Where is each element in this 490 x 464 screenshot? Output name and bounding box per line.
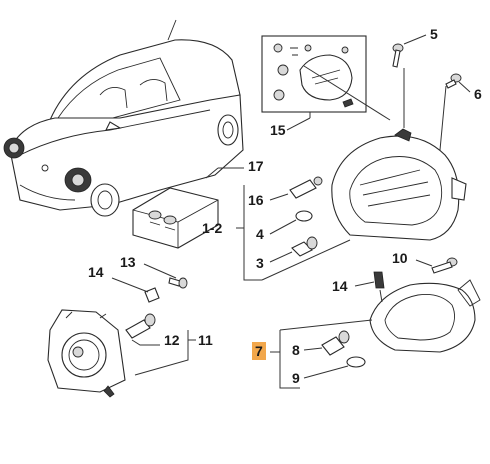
screw-5	[392, 43, 404, 68]
leader-14-right-down	[379, 289, 383, 303]
callout-17[interactable]: 17	[248, 158, 264, 174]
callout-12[interactable]: 12	[164, 332, 180, 348]
bulb-3	[291, 236, 318, 257]
callout-5[interactable]: 5	[430, 26, 438, 42]
leader-6	[458, 81, 471, 93]
leader-17	[205, 167, 219, 179]
leader-14-right	[354, 281, 375, 287]
bulb-9	[346, 356, 366, 368]
clip-14-right	[373, 271, 385, 289]
fog-lamp	[47, 309, 126, 398]
bulb-kit-box	[132, 187, 219, 249]
bulb-12	[125, 313, 156, 339]
leader-1-2-to-lamp	[261, 239, 351, 281]
callout-1-2[interactable]: 1-2	[202, 220, 223, 236]
leader-14-left	[111, 277, 149, 293]
leader-10	[415, 259, 433, 267]
bracket-7	[279, 330, 300, 389]
car-illustration	[3, 19, 244, 217]
leader-13	[143, 263, 177, 279]
callout-3[interactable]: 3	[256, 255, 264, 271]
leader-3	[269, 251, 293, 263]
callout-13[interactable]: 13	[120, 254, 136, 270]
leader-7-to-lamp	[279, 319, 373, 331]
bracket-11	[134, 330, 189, 376]
main-headlamp	[331, 128, 467, 241]
leader-8	[303, 347, 323, 351]
callout-15[interactable]: 15	[270, 122, 286, 138]
clip-14-left	[144, 287, 160, 303]
leader-9	[303, 365, 349, 379]
leader-15-to-lamp	[303, 65, 391, 121]
leader-5	[403, 34, 427, 45]
callout-10[interactable]: 10	[392, 250, 408, 266]
screw-10	[431, 257, 458, 274]
callout-6[interactable]: 6	[474, 86, 482, 102]
screw-6	[445, 73, 462, 89]
bracket-1-2	[243, 185, 262, 281]
leader-4	[269, 219, 297, 235]
bulb-4	[295, 210, 313, 222]
callout-14-right[interactable]: 14	[332, 278, 348, 294]
callout-11[interactable]: 11	[198, 332, 213, 348]
callout-16[interactable]: 16	[248, 192, 264, 208]
leader-15	[286, 117, 311, 131]
bulb-kit-inset	[261, 35, 367, 113]
callout-7[interactable]: 7	[252, 342, 266, 360]
leader-6-to-lamp	[439, 85, 447, 151]
bulb-8	[321, 330, 350, 356]
callout-9[interactable]: 9	[292, 370, 300, 386]
bulb-16	[289, 176, 323, 199]
screw-13	[168, 277, 188, 289]
callout-4[interactable]: 4	[256, 226, 264, 242]
callout-14-left[interactable]: 14	[88, 264, 104, 280]
callout-8[interactable]: 8	[292, 342, 300, 358]
leader-12	[131, 339, 160, 346]
leader-16	[269, 193, 289, 201]
lower-headlamp	[369, 279, 481, 353]
